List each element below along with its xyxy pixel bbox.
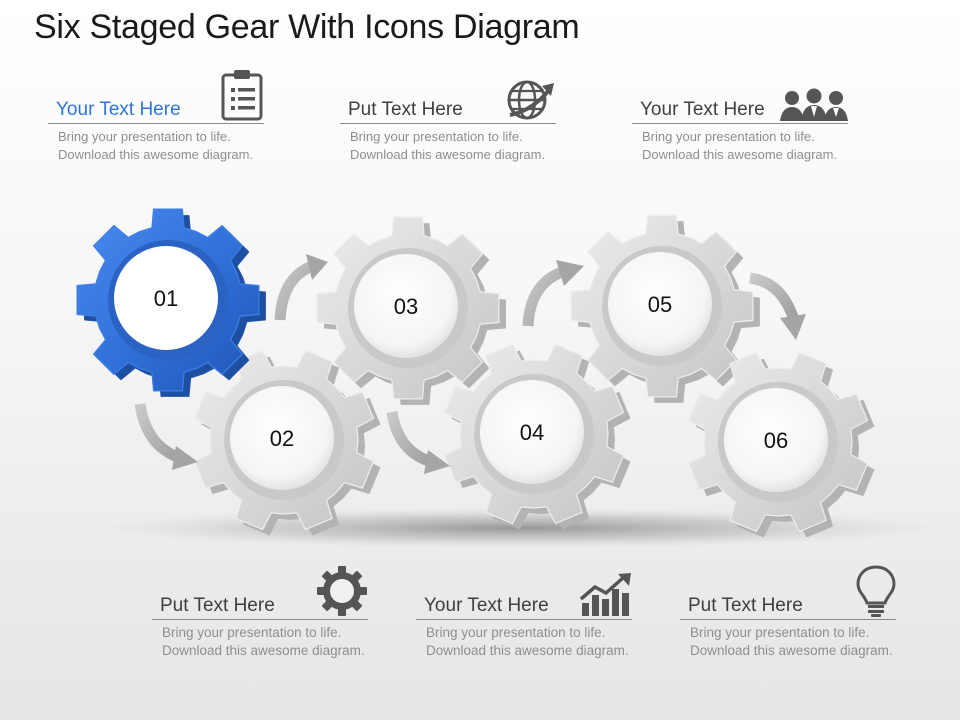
gear-05: 05 [570,214,760,403]
arrow-05-06 [749,272,806,340]
people-icon [780,87,848,121]
growth-chart-icon [580,573,632,617]
text-block-5-description: Bring your presentation to life. Downloa… [426,625,629,658]
gear-02: 02 [193,349,381,536]
gear-05-number: 05 [648,292,672,317]
text-block-5: Your Text Here Bring your presentation t… [416,568,632,659]
gear-01-number: 01 [154,286,178,311]
page-title: Six Staged Gear With Icons Diagram [34,8,580,46]
text-block-1-description: Bring your presentation to life. Downloa… [58,129,254,162]
gear-01-hub [114,246,218,350]
arrow-02-03 [274,254,328,321]
gear-02-hub [230,386,334,490]
arrow-03-04 [386,411,450,474]
gear-01: 01 [76,208,266,397]
gear-06-number: 06 [764,428,788,453]
text-block-1-label: Your Text Here [56,99,181,120]
gear-06-hub [724,388,828,492]
gear-03-number: 03 [394,294,418,319]
clipboard-icon [220,69,264,121]
text-block-2-label: Put Text Here [348,99,463,120]
gear-04-number: 04 [520,420,544,445]
gear-05-hub [608,252,712,356]
text-block-1: Your Text Here Bring your presentation t… [48,69,264,163]
text-block-6-label: Put Text Here [688,595,803,616]
text-block-6: Put Text Here Bring your presentation to… [680,565,896,659]
gear-02-number: 02 [270,426,294,451]
gear-03: 03 [316,216,506,405]
text-block-6-description: Bring your presentation to life. Downloa… [690,625,893,658]
arrow-04-05 [522,260,584,327]
gear-04: 04 [443,343,631,530]
text-block-3-label: Your Text Here [640,99,765,120]
arrow-01-02 [134,403,198,470]
lightbulb-icon [856,565,896,617]
gear-03-hub [354,254,458,358]
text-block-4-description: Bring your presentation to life. Downloa… [162,625,365,658]
text-block-5-label: Your Text Here [424,595,549,616]
text-block-4-label: Put Text Here [160,595,275,616]
gear-icon [316,565,368,617]
gear-04-hub [480,380,584,484]
globe-arrow-icon [506,75,556,121]
text-block-4: Put Text Here Bring your presentation to… [152,565,368,659]
text-block-3: Your Text Here Bring your presentation t… [632,72,848,163]
gear-06: 06 [687,351,875,538]
text-block-3-description: Bring your presentation to life. Downloa… [642,129,838,162]
text-block-2: Put Text Here Bring your presentation to… [340,72,556,163]
text-block-2-description: Bring your presentation to life. Downloa… [350,129,546,162]
